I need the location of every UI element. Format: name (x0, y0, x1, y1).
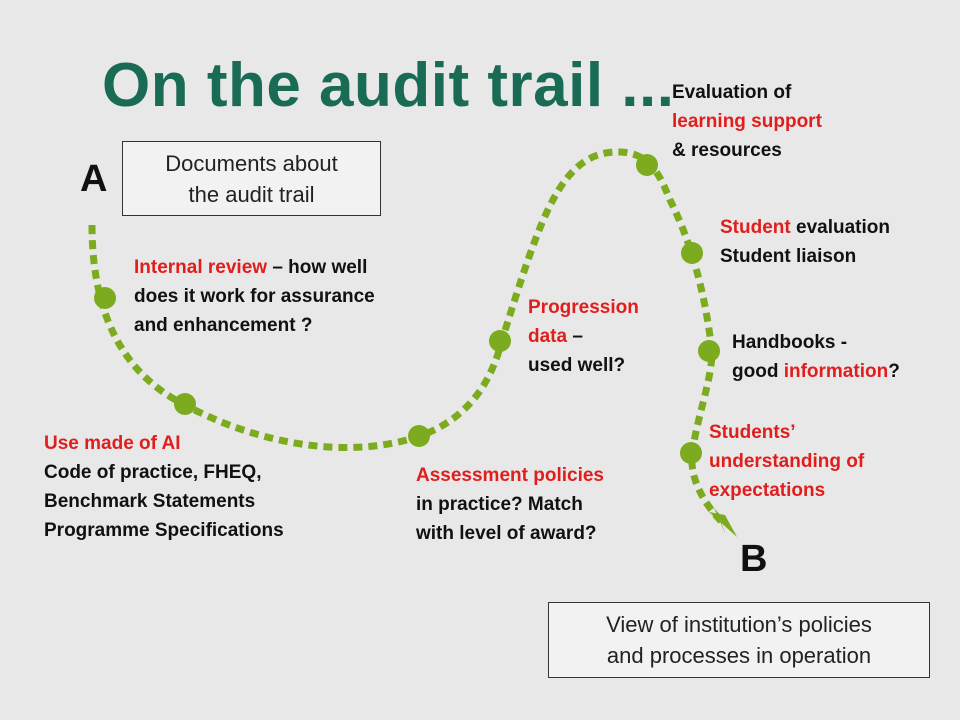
label-line: Assessment policies (416, 461, 604, 490)
label-line: expectations (709, 476, 864, 505)
trail-arrowhead-main (709, 512, 737, 537)
label-text-run: Students’ (709, 422, 796, 443)
label-text-run: Benchmark Statements (44, 491, 256, 512)
label-text-run: does it work for assurance (134, 286, 375, 307)
start-label: A (80, 158, 108, 200)
label-text-run: Assessment policies (416, 465, 604, 486)
milestone-dot-students-understanding (680, 442, 702, 464)
end-box-line: View of institution’s policies (606, 612, 872, 637)
label-text-run: Progression (528, 297, 639, 318)
label-progression: Progression data – used well? (528, 293, 639, 380)
label-text-run: and enhancement ? (134, 315, 313, 336)
label-internal-review: Internal review – how well does it work f… (134, 253, 375, 340)
milestone-dot-assessment (408, 425, 430, 447)
label-line: in practice? Match (416, 490, 604, 519)
label-line: Progression (528, 293, 639, 322)
milestone-dot-progression (489, 330, 511, 352)
label-text-run: Code of practice, FHEQ, (44, 462, 262, 483)
label-line: Evaluation of (672, 78, 822, 107)
label-line: Code of practice, FHEQ, (44, 458, 284, 487)
milestone-dot-student-eval (681, 242, 703, 264)
label-text-run: expectations (709, 480, 826, 501)
label-text-run: used well? (528, 355, 626, 376)
start-box-line: Documents about (165, 151, 338, 176)
label-text-run: in practice? Match (416, 494, 583, 515)
label-evaluation: Evaluation of learning support & resources (672, 78, 822, 165)
label-text-run: Evaluation of (672, 82, 792, 103)
label-handbooks: Handbooks - good information? (732, 328, 900, 386)
label-line: with level of award? (416, 519, 604, 548)
label-line: Student evaluation (720, 213, 890, 242)
label-line: Programme Specifications (44, 516, 284, 545)
label-text-run: good (732, 361, 784, 382)
label-text-run: with level of award? (416, 523, 597, 544)
start-documents-box: Documents about the audit trail (122, 141, 381, 216)
start-box-line: the audit trail (188, 182, 315, 207)
label-text-run: Handbooks - (732, 332, 848, 353)
label-text-run: Internal review (134, 257, 268, 278)
milestone-dot-use-made (174, 393, 196, 415)
label-assessment: Assessment policies in practice? Match wit… (416, 461, 604, 548)
end-box-line: and processes in operation (606, 643, 872, 668)
label-use-made: Use made of AI Code of practice, FHEQ, Ben… (44, 429, 284, 545)
label-text-run: data (528, 326, 568, 347)
label-text-run: Student liaison (720, 246, 857, 267)
label-text-run: Use made of AI (44, 433, 181, 454)
label-line: & resources (672, 136, 822, 165)
label-line: used well? (528, 351, 639, 380)
milestone-dot-evaluation (636, 154, 658, 176)
label-text-run: understanding of (709, 451, 865, 472)
label-line: Student liaison (720, 242, 890, 271)
label-line: Students’ (709, 418, 864, 447)
label-line: learning support (672, 107, 822, 136)
label-students-understanding: Students’ understanding of expectations (709, 418, 864, 505)
label-text-run: evaluation (790, 217, 890, 238)
label-line: and enhancement ? (134, 311, 375, 340)
label-line: Benchmark Statements (44, 487, 284, 516)
label-line: good information? (732, 357, 900, 386)
label-text-run: Programme Specifications (44, 520, 284, 541)
label-line: Handbooks - (732, 328, 900, 357)
label-line: Internal review – how well (134, 253, 375, 282)
label-text-run: & resources (672, 140, 782, 161)
label-line: Use made of AI (44, 429, 284, 458)
label-text-run: ? (888, 361, 900, 382)
label-text-run: Student (720, 217, 791, 238)
label-text-run: learning support (672, 111, 822, 132)
label-text-run: information (783, 361, 889, 382)
trail-path (88, 148, 725, 525)
milestone-dot-handbooks (698, 340, 720, 362)
milestone-dot-internal-review (94, 287, 116, 309)
page-title: On the audit trail ... (102, 51, 675, 120)
label-line: understanding of (709, 447, 864, 476)
label-line: does it work for assurance (134, 282, 375, 311)
label-text-run: – (567, 326, 583, 347)
end-view-box: View of institution’s policies and proce… (548, 602, 930, 678)
end-label: B (740, 538, 768, 580)
label-text-run: – how well (267, 257, 368, 278)
label-line: data – (528, 322, 639, 351)
